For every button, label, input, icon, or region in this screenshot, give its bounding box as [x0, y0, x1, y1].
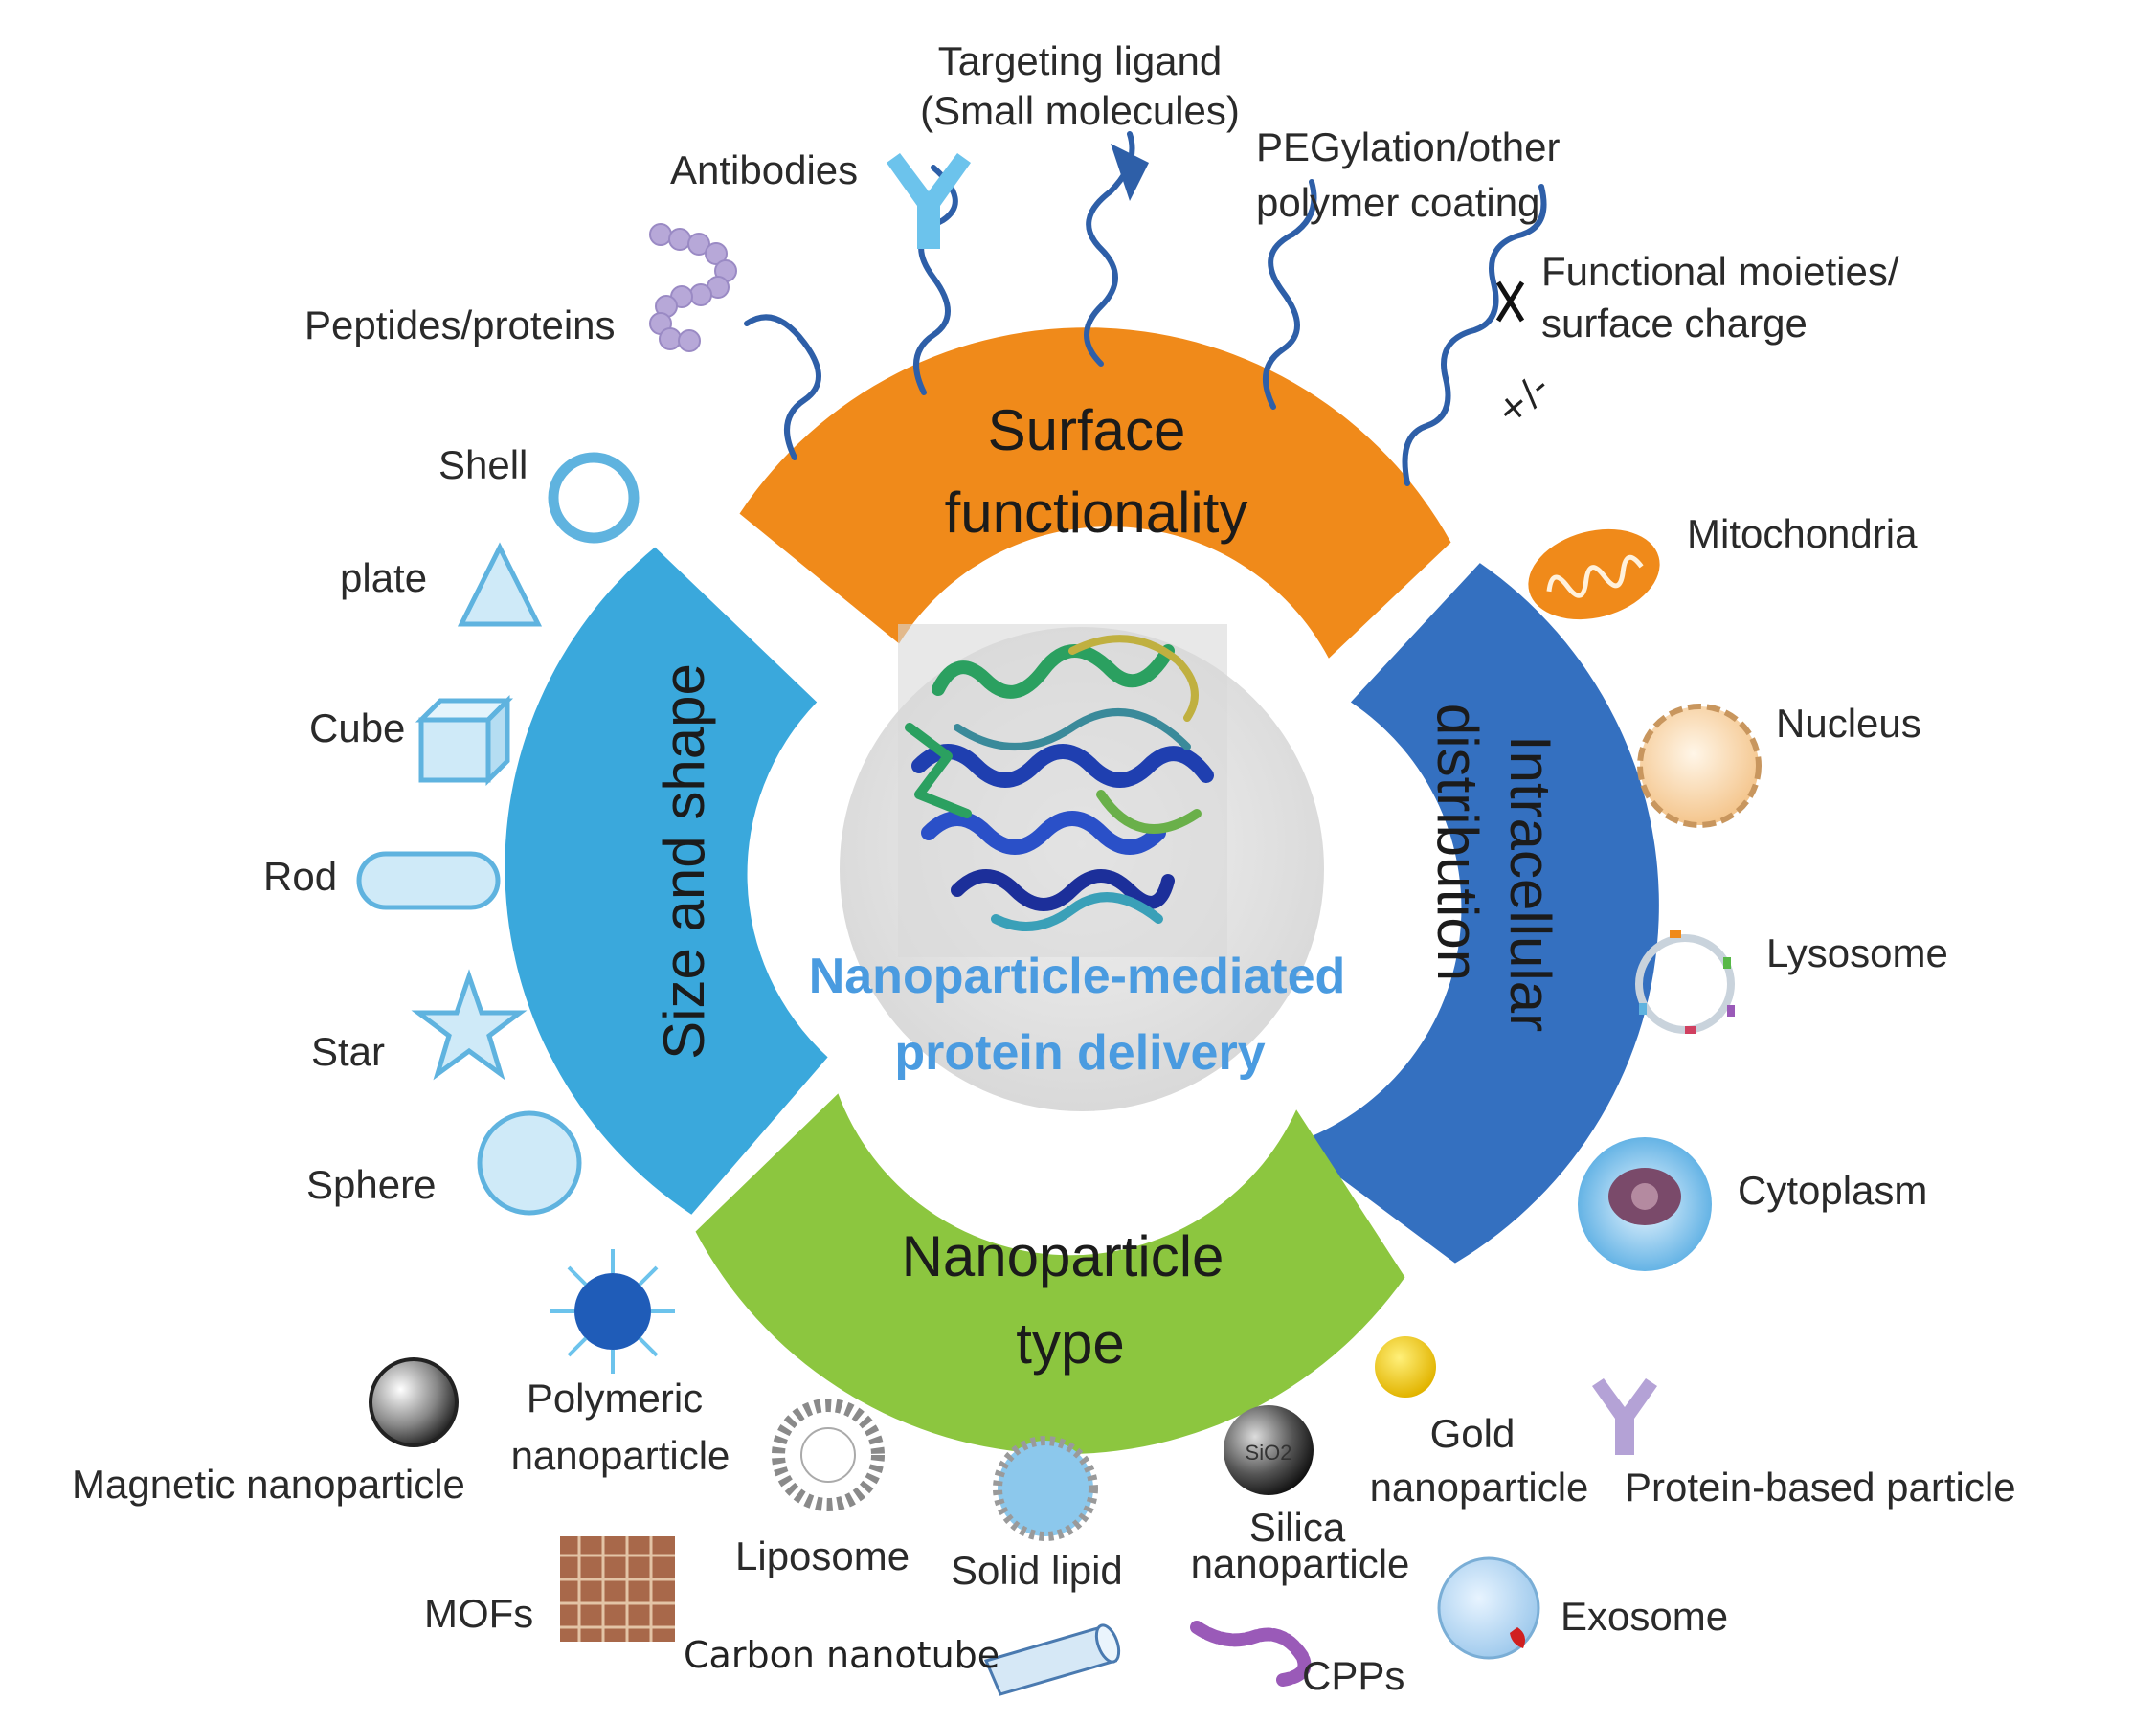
mitochondria-icon — [1528, 528, 1660, 620]
label-polymeric-2: nanoparticle — [511, 1433, 730, 1478]
label-nucleus: Nucleus — [1776, 701, 1921, 746]
label-silica-2: nanoparticle — [1191, 1541, 1410, 1586]
carbon-nanotube-icon — [983, 1623, 1121, 1696]
liposome-icon — [772, 1399, 885, 1511]
center-title-line1: Nanoparticle-mediated — [809, 949, 1346, 1004]
type-label-line2: type — [1016, 1311, 1124, 1376]
label-solid-lipid: Solid lipid — [951, 1548, 1123, 1593]
label-peptides: Peptides/proteins — [304, 302, 616, 347]
intracellular-label-line2: distribution — [1426, 704, 1490, 981]
rod-icon — [356, 851, 501, 910]
functional-chain — [1402, 184, 1547, 486]
label-peg-1: PEGylation/other — [1256, 124, 1561, 169]
label-mitochondria: Mitochondria — [1687, 511, 1918, 556]
label-ligand-1: Targeting ligand — [938, 38, 1223, 83]
intracellular-label-line1: Intracellular — [1498, 735, 1562, 1032]
surface-label-line2: functionality — [945, 481, 1248, 545]
label-sphere: Sphere — [306, 1162, 436, 1207]
ring — [505, 327, 1659, 1455]
peptide-chain — [744, 314, 821, 460]
ligand-arrow-icon — [1111, 144, 1149, 201]
label-cytoplasm: Cytoplasm — [1738, 1168, 1927, 1213]
label-shell: Shell — [438, 442, 528, 487]
label-cpps: CPPs — [1302, 1653, 1404, 1698]
segment-surface-functionality — [739, 327, 1451, 659]
polymeric-nanoparticle-icon — [550, 1249, 675, 1374]
shell-icon — [548, 452, 640, 544]
magnetic-nanoparticle-icon — [369, 1357, 459, 1447]
type-label-line1: Nanoparticle — [902, 1224, 1224, 1288]
label-mofs: MOFs — [424, 1591, 533, 1636]
peg-chain — [1263, 179, 1317, 410]
antibody-icon — [887, 153, 971, 249]
label-protein-based: Protein-based particle — [1625, 1465, 2016, 1510]
label-gold-2: nanoparticle — [1370, 1465, 1589, 1510]
size-shape-label: Size and shape — [652, 663, 716, 1060]
cytoplasm-icon — [1578, 1137, 1712, 1271]
label-exosome: Exosome — [1561, 1594, 1728, 1639]
silica-nanoparticle-icon: SiO2 — [1224, 1405, 1314, 1495]
label-ligand-2: (Small molecules) — [920, 88, 1240, 133]
label-antibodies: Antibodies — [670, 147, 858, 192]
cube-icon — [415, 694, 514, 787]
label-magnetic: Magnetic nanoparticle — [72, 1462, 465, 1507]
label-plate: plate — [340, 555, 427, 600]
label-silica-1: Silica — [1249, 1505, 1346, 1550]
sphere-icon — [477, 1110, 582, 1216]
label-lysosome: Lysosome — [1766, 930, 1948, 975]
functional-cross-icon — [1495, 280, 1525, 323]
gold-nanoparticle-icon — [1375, 1336, 1436, 1398]
label-peg-2: polymer coating — [1256, 180, 1539, 225]
segment-size-and-shape — [505, 547, 828, 1215]
star-icon — [411, 969, 528, 1081]
plate-icon — [457, 542, 543, 627]
protein-based-particle-icon — [1592, 1378, 1657, 1455]
center-title-line2: protein delivery — [894, 1025, 1265, 1081]
nucleus-icon — [1637, 704, 1762, 828]
cpps-icon — [1190, 1621, 1312, 1687]
antibody-chain — [913, 165, 958, 395]
mofs-icon — [560, 1536, 675, 1642]
label-charge: +/- — [1488, 365, 1558, 433]
peptide-beads-icon — [649, 223, 737, 352]
label-rod: Rod — [263, 854, 337, 899]
protein-structure-image — [898, 624, 1227, 957]
label-cube: Cube — [309, 705, 405, 750]
shape-icons — [356, 452, 640, 1216]
silica-formula: SiO2 — [1246, 1441, 1292, 1465]
label-gold-1: Gold — [1430, 1411, 1516, 1456]
label-functional-1: Functional moieties/ — [1541, 249, 1899, 294]
lysosome-icon — [1635, 930, 1735, 1034]
segment-intracellular-distribution — [1293, 563, 1659, 1264]
exosome-icon — [1437, 1556, 1540, 1660]
solid-lipid-icon — [993, 1436, 1098, 1541]
label-star: Star — [311, 1029, 385, 1074]
label-polymeric-1: Polymeric — [527, 1376, 703, 1421]
label-functional-2: surface charge — [1541, 301, 1808, 346]
segment-nanoparticle-type — [695, 1093, 1405, 1455]
label-carbon-nanotube: Carbon nanotube — [684, 1634, 999, 1676]
label-liposome: Liposome — [735, 1533, 910, 1578]
surface-label-line1: Surface — [988, 398, 1186, 462]
